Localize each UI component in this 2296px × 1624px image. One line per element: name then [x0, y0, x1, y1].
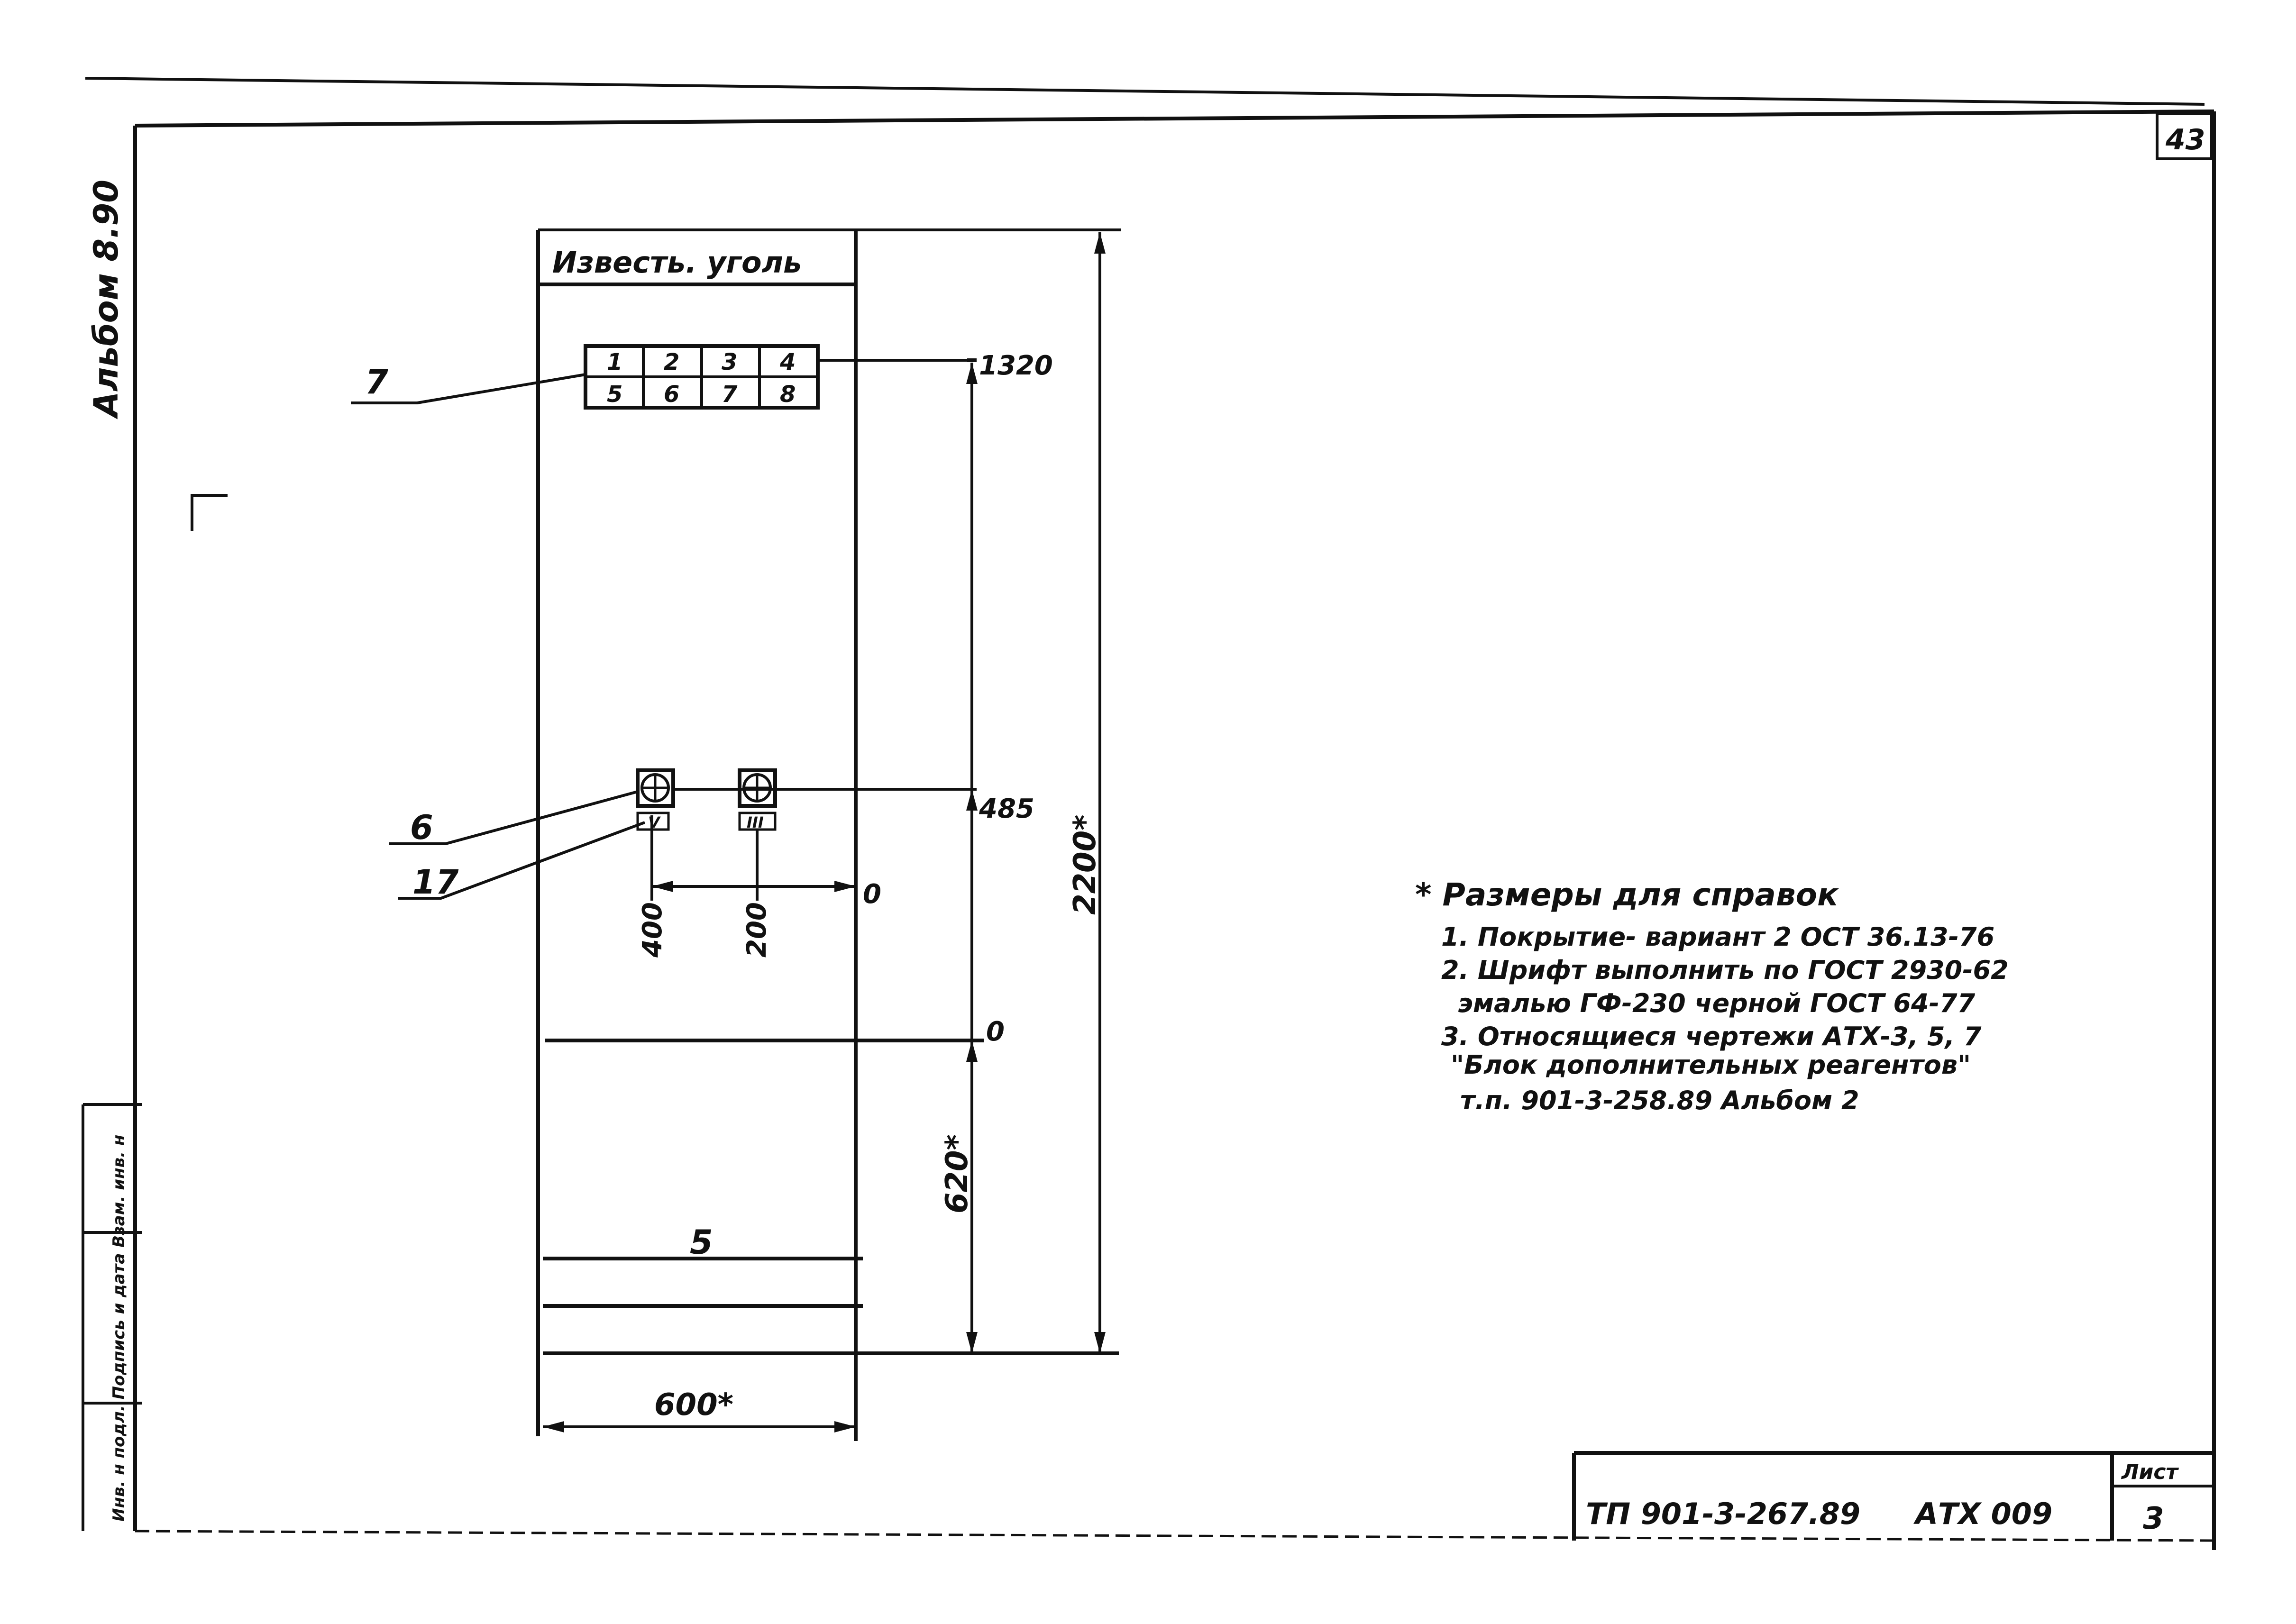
dim-485: 485: [979, 794, 1034, 824]
dim-2200: 2200*: [1068, 814, 1103, 915]
panel-title: Известь. уголь: [552, 245, 802, 280]
notes-header: * Размеры для справок: [1415, 876, 1839, 913]
terminal-number: 4: [779, 349, 796, 375]
terminal-number: 3: [722, 349, 737, 375]
note-line: 2. Шрифт выполнить по ГОСТ 2930-62: [1441, 955, 2009, 985]
device-tag-label: V: [648, 813, 661, 831]
note-line: эмалью ГФ-230 черной ГОСТ 64-77: [1458, 988, 1976, 1018]
device-tag-label: III: [747, 813, 764, 831]
dim-zero-horizontal: 0: [863, 879, 881, 910]
leader-label-7: 7: [365, 363, 388, 401]
sheet-label: Лист: [2121, 1460, 2179, 1484]
terminal-number: 7: [722, 381, 738, 408]
leader-label-6: 6: [410, 808, 433, 847]
note-line: т.п. 901-3-258.89 Альбом 2: [1460, 1086, 1859, 1115]
leader-17: [398, 821, 646, 900]
dim-620: 620*: [940, 1134, 975, 1213]
page-number: 43: [2165, 123, 2205, 156]
doc-code: ТП 901-3-267.89: [1586, 1496, 1860, 1531]
drawing-code: АТХ 009: [1913, 1496, 2052, 1531]
dim-1320: 1320: [979, 350, 1053, 381]
dim-zero-vertical: 0: [986, 1016, 1005, 1047]
leader-7: [351, 373, 586, 404]
note-line: 3. Относящиеся чертежи АТХ-3, 5, 7: [1441, 1022, 1982, 1051]
sheet-number: 3: [2143, 1501, 2164, 1536]
terminal-number: 2: [664, 349, 679, 375]
page-number-box: [2156, 112, 2213, 160]
terminal-number: 6: [664, 381, 679, 408]
frame-bottom: [135, 1530, 2214, 1542]
leader-6: [389, 790, 638, 845]
leader-label-5: 5: [690, 1223, 713, 1262]
dim-400: 400: [637, 902, 668, 958]
top-edge-line: [85, 77, 2205, 106]
left-strip-label: Инв. н подл. Подпись и дата Взам. инв. н: [110, 1135, 128, 1522]
terminal-number: 8: [780, 381, 796, 408]
corner-mark: [191, 494, 228, 531]
dim-200: 200: [741, 902, 772, 958]
note-line: "Блок дополнительных реагентов": [1451, 1050, 1971, 1080]
leader-label-17: 17: [412, 863, 459, 902]
notes-block: * Размеры для справок 1. Покрытие- вариа…: [1415, 876, 2009, 1115]
terminal-number: 1: [607, 349, 622, 375]
side-label: Альбом 8.90: [87, 180, 126, 420]
dim-600: 600*: [654, 1387, 733, 1423]
note-line: 1. Покрытие- вариант 2 ОСТ 36.13-76: [1441, 922, 1994, 952]
terminal-number: 5: [607, 381, 622, 408]
frame-top: [135, 109, 2214, 128]
